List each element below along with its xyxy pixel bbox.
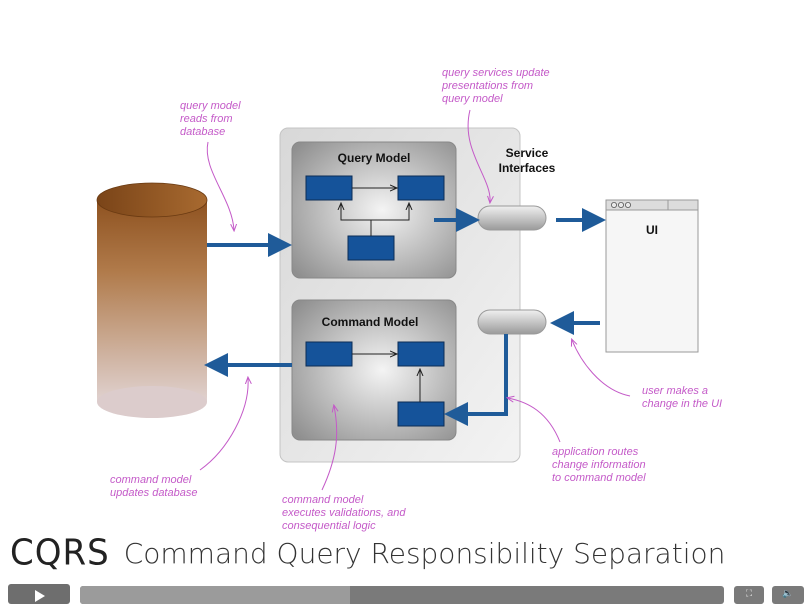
service-interfaces-label-line1: Service [506,146,549,160]
volume-button[interactable]: 🔈 [772,586,804,604]
note-command-executes: command model executes validations, and … [282,406,406,532]
volume-icon: 🔈 [782,588,794,598]
svg-text:user makes a: user makes a [642,385,708,397]
query-model-box: Query Model [291,141,457,279]
svg-text:to command model: to command model [552,472,646,484]
flow-arrows [204,208,606,426]
video-controls: ⛶ 🔈 [0,584,812,604]
query-model-label: Query Model [338,151,411,165]
play-button[interactable] [8,584,70,604]
svg-text:database: database [180,126,225,138]
interface-to-command-arrow [444,334,508,426]
svg-text:updates database: updates database [110,487,197,499]
svg-text:command model: command model [110,474,192,486]
fullscreen-button[interactable]: ⛶ [734,586,764,604]
svg-text:command model: command model [282,494,364,506]
play-icon [35,590,45,602]
command-model-label: Command Model [322,315,419,329]
ui-window: UI [605,199,699,353]
cqrs-logo: CQRS [10,532,110,574]
note-user-change: user makes a change in the UI [572,340,722,410]
svg-text:consequential logic: consequential logic [282,520,376,532]
svg-text:change in the UI: change in the UI [642,398,722,410]
command-model-box: Command Model [291,299,457,441]
title-bar: CQRS Command Query Responsibility Separa… [10,528,725,578]
svg-text:query model: query model [180,100,241,112]
database-cylinder [96,182,208,418]
fullscreen-icon: ⛶ [745,588,753,598]
page-title: Command Query Responsibility Separation [123,536,726,570]
svg-text:executes validations, and: executes validations, and [282,507,406,519]
service-interfaces-label-line2: Interfaces [499,161,556,175]
svg-text:reads from: reads from [180,113,233,125]
seek-progress [80,586,351,604]
query-service-interface [477,205,547,231]
note-query-reads: query model reads from database [180,100,241,230]
window-minimize-icon [618,201,625,208]
svg-text:query services update: query services update [442,67,550,79]
window-close-icon [611,201,618,208]
note-command-updates: command model updates database [110,378,248,499]
svg-text:presentations from: presentations from [441,80,533,92]
window-maximize-icon [625,201,632,208]
note-query-services: query services update presentations from… [441,67,550,202]
svg-text:change information: change information [552,459,646,471]
note-app-routes: application routes change information to… [508,398,646,484]
svg-text:application routes: application routes [552,446,639,458]
command-service-interface [477,309,547,335]
svg-text:query model: query model [442,93,503,105]
seek-bar[interactable] [80,586,724,604]
ui-label: UI [646,223,658,237]
